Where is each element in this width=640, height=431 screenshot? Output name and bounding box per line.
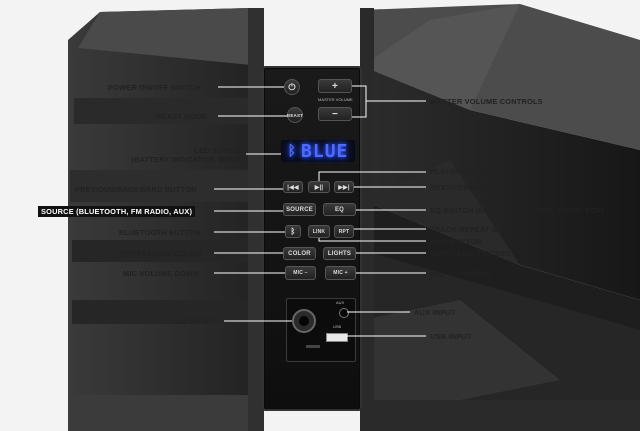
repeat-button[interactable]: RPT [334, 225, 354, 238]
bluetooth-mode-icon: ᛒ [287, 143, 298, 159]
mic-jack-hole [299, 316, 309, 326]
label-mic-volume-down: MIC VOLUME DOWN [123, 269, 199, 278]
label-eq-switch: EQ SWITCH (NORM, CLUB, VOCL, ROCK, POP) [430, 206, 605, 215]
usb-caption: USB [333, 324, 342, 329]
label-mic-input: MIC INPUT [174, 317, 214, 326]
source-button[interactable]: SOURCE [283, 203, 316, 216]
label-power: POWER ON/OFF SWITCH [108, 83, 201, 92]
label-track-repeat: TRACK REPEAT BUTTON [430, 225, 524, 234]
label-led-screen: LED SCREEN [194, 146, 244, 155]
led-display: ᛒ BLUE [281, 140, 355, 162]
usb-input-port[interactable] [326, 333, 348, 342]
volume-up-button[interactable]: + [318, 79, 352, 93]
label-bluetooth: BLUETOOTH BUTTON [119, 228, 201, 237]
aux-input-jack[interactable] [339, 308, 349, 318]
label-aux-input: AUX INPUT [414, 308, 456, 317]
power-button[interactable]: ⏻ [284, 79, 300, 95]
previous-button[interactable]: |◀◀ [283, 181, 303, 193]
lights-button[interactable]: LIGHTS [323, 247, 356, 260]
next-button[interactable]: ▶▶| [334, 181, 354, 193]
color-button[interactable]: COLOR [283, 247, 316, 260]
beast-mode-button[interactable]: BEAST [287, 107, 303, 123]
label-link: LINK BUTTON [430, 237, 483, 246]
label-play-pause: PLAY/PAUSE BUTTON [430, 167, 513, 176]
play-pause-button[interactable]: ▶|| [308, 181, 330, 193]
aux-caption: AUX [336, 300, 345, 305]
master-volume-caption: MASTER VOLUME [318, 97, 353, 102]
label-master-volume: MASTER VOLUME CONTROLS [430, 97, 543, 106]
eq-button[interactable]: EQ [323, 203, 356, 216]
mic-volume-up-button[interactable]: MIC + [325, 266, 356, 280]
mic-volume-down-button[interactable]: MIC − [285, 266, 316, 280]
label-party-light-color: PARTY LIGHT COLOR [121, 249, 202, 258]
volume-down-button[interactable]: − [318, 107, 352, 121]
label-led-screen-sub: (BATTERY INDICATOR, MODE) [131, 155, 244, 164]
label-usb-input: USB INPUT [430, 332, 472, 341]
bluetooth-button[interactable]: ᛒ [285, 225, 301, 238]
link-button[interactable]: LINK [308, 225, 330, 238]
label-mic-volume-up: MIC VOLUME UP [430, 269, 493, 278]
label-source: SOURCE (BLUETOOTH, FM RADIO, AUX) [38, 206, 196, 217]
label-beast-mode: BEAST MODE [156, 112, 208, 121]
label-party-light-modes: PARTY LIGHT MODES [430, 249, 512, 258]
label-next: NEXT/FORWARD BUTTON [430, 183, 527, 192]
sd-slot [306, 345, 320, 348]
display-text: BLUE [301, 140, 349, 162]
label-previous: PREVIOUS/BACKWARD BUTTON [75, 185, 197, 194]
